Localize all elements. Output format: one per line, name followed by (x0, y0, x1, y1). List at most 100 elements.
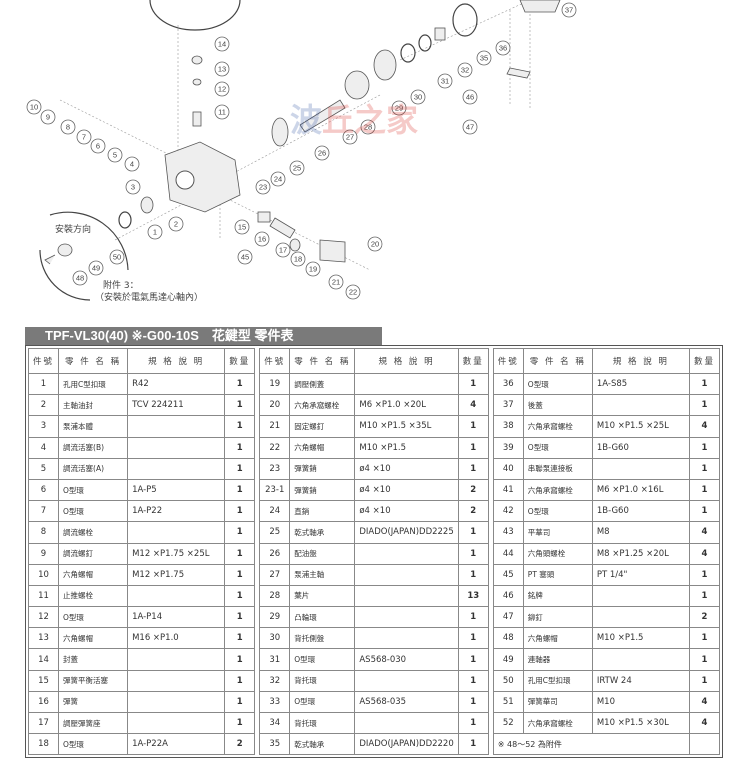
part-name: 六角螺帽 (58, 563, 129, 586)
callout-12: 12 (214, 81, 230, 97)
part-name: 泵浦主軸 (289, 563, 356, 586)
part-qty: 1 (457, 436, 489, 459)
callout-number: 31 (441, 77, 449, 86)
part-name: 止推螺栓 (58, 584, 129, 608)
parts (44, 0, 561, 265)
table-row: 41 六角承窩螺栓 M6 ×P1.0 ×16L 1 (492, 478, 721, 502)
table-row: 50 孔用C型扣環 IRTW 24 1 (492, 669, 721, 692)
part-number: 42 (492, 500, 524, 523)
callout-7: 7 (76, 129, 92, 145)
part-name: O型環 (58, 606, 129, 629)
part-spec: 1A-P14 (127, 606, 226, 629)
part-spec (591, 584, 690, 608)
accessory-label: 附件 3： (103, 279, 139, 291)
part-qty: 1 (224, 584, 256, 608)
callout-19: 19 (305, 261, 321, 277)
callout-number: 15 (238, 223, 246, 232)
part-qty: 1 (688, 372, 721, 396)
part-number: 10 (27, 563, 60, 586)
part-spec (591, 457, 690, 480)
header-spec: 規 格 說 明 (354, 348, 459, 374)
part-spec: M8 ×P1.25 ×20L (591, 542, 690, 565)
callout-number: 37 (565, 6, 573, 15)
part-number: 29 (259, 606, 291, 629)
part-spec: AS568-035 (354, 690, 459, 714)
part-number: 36 (492, 372, 524, 396)
header-qty: 數量 (457, 348, 489, 374)
part-spec (127, 669, 226, 692)
part-number: 20 (259, 394, 291, 417)
callout-21: 21 (328, 274, 344, 290)
parts-subtable-1: 件號零 件 名 稱規 格 說 明數量 1 孔用C型扣環 R42 1 2 主軸油封… (27, 348, 256, 756)
part-name: 六角螺帽 (58, 627, 129, 650)
table-row: 44 六角頭螺栓 M8 ×P1.25 ×20L 4 (492, 542, 721, 565)
part-spec (591, 606, 690, 629)
callout-6: 6 (90, 138, 106, 154)
part-name: 六角螺帽 (522, 627, 593, 650)
part-spec: M6 ×P1.0 ×16L (591, 478, 690, 502)
table-row: 13 六角螺帽 M16 ×P1.0 1 (27, 627, 256, 650)
header-name: 零 件 名 稱 (522, 348, 593, 374)
part-number: 33 (259, 690, 291, 714)
callout-29: 29 (391, 100, 407, 116)
part-qty: 1 (688, 669, 721, 692)
part-number: 5 (27, 457, 60, 480)
part-number: 26 (259, 542, 291, 565)
part-spec: DIADO(JAPAN)DD2220 (354, 733, 459, 756)
callout-number: 10 (30, 103, 38, 112)
callout-number: 30 (414, 93, 422, 102)
part-number: 6 (27, 478, 60, 502)
callout-number: 12 (218, 85, 226, 94)
part-name: 調流活塞(B) (58, 436, 129, 459)
part-name: 後蓋 (522, 394, 593, 417)
table-row: 27 泵浦主軸 1 (259, 563, 489, 586)
part-number: 13 (27, 627, 60, 650)
callout-number: 3 (131, 183, 135, 192)
part-spec: 1A-S85 (591, 372, 690, 396)
table-row: 47 鉚釘 2 (492, 606, 721, 629)
callout-17: 17 (275, 242, 291, 258)
part-qty: 2 (457, 478, 489, 502)
part-name: 調流螺栓 (58, 521, 129, 544)
callout-number: 29 (395, 104, 403, 113)
part-name: 平華司 (522, 521, 593, 544)
callout-number: 7 (82, 133, 86, 142)
part-spec: PT 1/4" (591, 563, 690, 586)
parts-subtable-2: 件號零 件 名 稱規 格 說 明數量 19 調壓側蓋 1 20 六角承窩螺栓 M… (259, 348, 489, 756)
part-spec: M6 ×P1.0 ×20L (354, 394, 459, 417)
part-number: 4 (27, 436, 60, 459)
part-qty: 1 (224, 542, 256, 565)
part-number: 1 (27, 372, 60, 396)
part-number: 11 (27, 584, 60, 608)
callout-number: 36 (499, 44, 507, 53)
callout-number: 14 (218, 40, 226, 49)
callout-number: 4 (130, 160, 134, 169)
part-name: 乾式軸承 (289, 733, 356, 756)
part-name: 泵浦本體 (58, 415, 129, 438)
callout-50: 50 (109, 249, 125, 265)
part-name: 六角承窩螺栓 (289, 394, 356, 417)
part-spec (127, 690, 226, 714)
part-qty: 1 (457, 457, 489, 480)
part-name: 串聯泵連接板 (522, 457, 593, 480)
callout-number: 17 (279, 246, 287, 255)
callout-number: 23 (259, 183, 267, 192)
table-row: 5 調流活塞(A) 1 (27, 457, 256, 480)
table-row: 34 背托環 1 (259, 711, 489, 735)
part-qty: 1 (457, 711, 489, 735)
part-number: 50 (492, 669, 524, 692)
callout-number: 24 (274, 175, 282, 184)
part-number: 37 (492, 394, 524, 417)
part-name: 彈簧 (58, 690, 129, 714)
callout-10: 10 (26, 99, 42, 115)
part-spec (127, 521, 226, 544)
footnote-row: ※ 48～52 為附件 (492, 733, 721, 756)
header-no: 件號 (259, 348, 291, 374)
part-spec: M10 ×P1.5 ×30L (591, 711, 690, 735)
part-number: 43 (492, 521, 524, 544)
table-row: 6 O型環 1A-P5 1 (27, 478, 256, 502)
part-number: 22 (259, 436, 291, 459)
part-qty: 2 (224, 733, 256, 756)
table-row: 46 銘牌 1 (492, 584, 721, 608)
part-name: 直銷 (289, 500, 356, 523)
